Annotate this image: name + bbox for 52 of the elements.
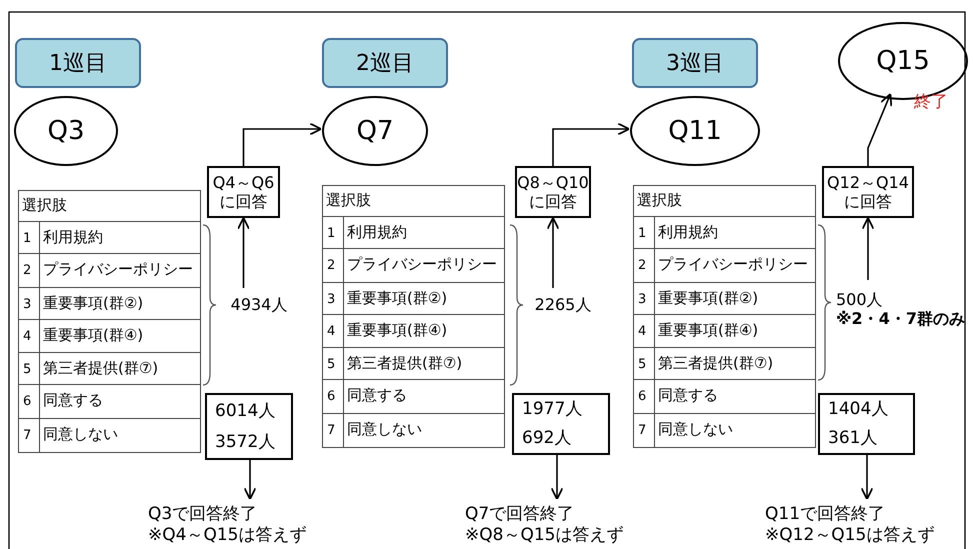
round-label-box: 1巡目 <box>15 38 141 88</box>
arrow <box>550 455 564 500</box>
answer-text: に回答 <box>844 192 892 212</box>
answer-text: Q8～Q10 <box>517 172 589 192</box>
answer-text: 500人 <box>836 290 883 309</box>
note-text: Q3で回答終了 <box>148 504 258 524</box>
count-text: 692人 <box>522 428 572 449</box>
table-cell: 同意しない <box>343 413 505 448</box>
table-cell: 選択肢 <box>322 185 505 217</box>
answer-box <box>822 166 914 218</box>
table-cell: 7 <box>18 418 40 453</box>
answer-box <box>515 166 591 218</box>
count-text: 1404人 <box>828 399 888 420</box>
note-text: ※Q4～Q15は答えず <box>148 524 306 545</box>
count-box <box>205 393 293 460</box>
answer-text: に回答 <box>220 192 268 212</box>
round-label-box: 3巡目 <box>632 38 758 88</box>
table-cell: 同意しない <box>39 418 201 453</box>
count-box <box>818 393 915 455</box>
note-text: ※2・4・7群のみ <box>836 309 965 328</box>
table-cell: 7 <box>633 413 655 448</box>
arrow <box>552 122 630 166</box>
answer-box <box>207 166 280 218</box>
count-text: 4934人 <box>226 292 292 318</box>
arrow <box>860 455 874 500</box>
answer-text: Q12～Q14 <box>827 172 909 192</box>
arrow <box>244 460 256 500</box>
count-box <box>512 393 610 455</box>
note-text: Q11で回答終了 <box>765 504 886 524</box>
arrow <box>862 216 874 280</box>
question-ellipse: Q11 <box>630 96 760 166</box>
count-text: 3572人 <box>215 432 276 452</box>
arrow <box>546 216 560 288</box>
count-text: 2265人 <box>530 292 596 318</box>
note-text: ※Q12～Q15は答えず <box>765 524 934 545</box>
answer-text: Q4～Q6 <box>212 172 274 192</box>
question-ellipse: Q7 <box>322 96 428 166</box>
arrow <box>237 216 250 288</box>
table-cell: 選択肢 <box>18 190 201 222</box>
arrow <box>242 122 322 166</box>
round-label-box: 2巡目 <box>322 38 448 88</box>
note-text: ※Q8～Q15は答えず <box>465 524 624 545</box>
count-text: 361人 <box>828 428 878 449</box>
table-cell: 7 <box>322 413 344 448</box>
answer-text: に回答 <box>529 192 577 212</box>
question-ellipse: Q3 <box>14 96 118 166</box>
arrow <box>867 93 892 166</box>
note-text: Q7で回答終了 <box>465 504 574 524</box>
count-text: 1977人 <box>522 399 582 420</box>
table-cell: 選択肢 <box>633 185 816 217</box>
count-text: 6014人 <box>215 400 276 421</box>
table-cell: 同意しない <box>654 413 816 448</box>
